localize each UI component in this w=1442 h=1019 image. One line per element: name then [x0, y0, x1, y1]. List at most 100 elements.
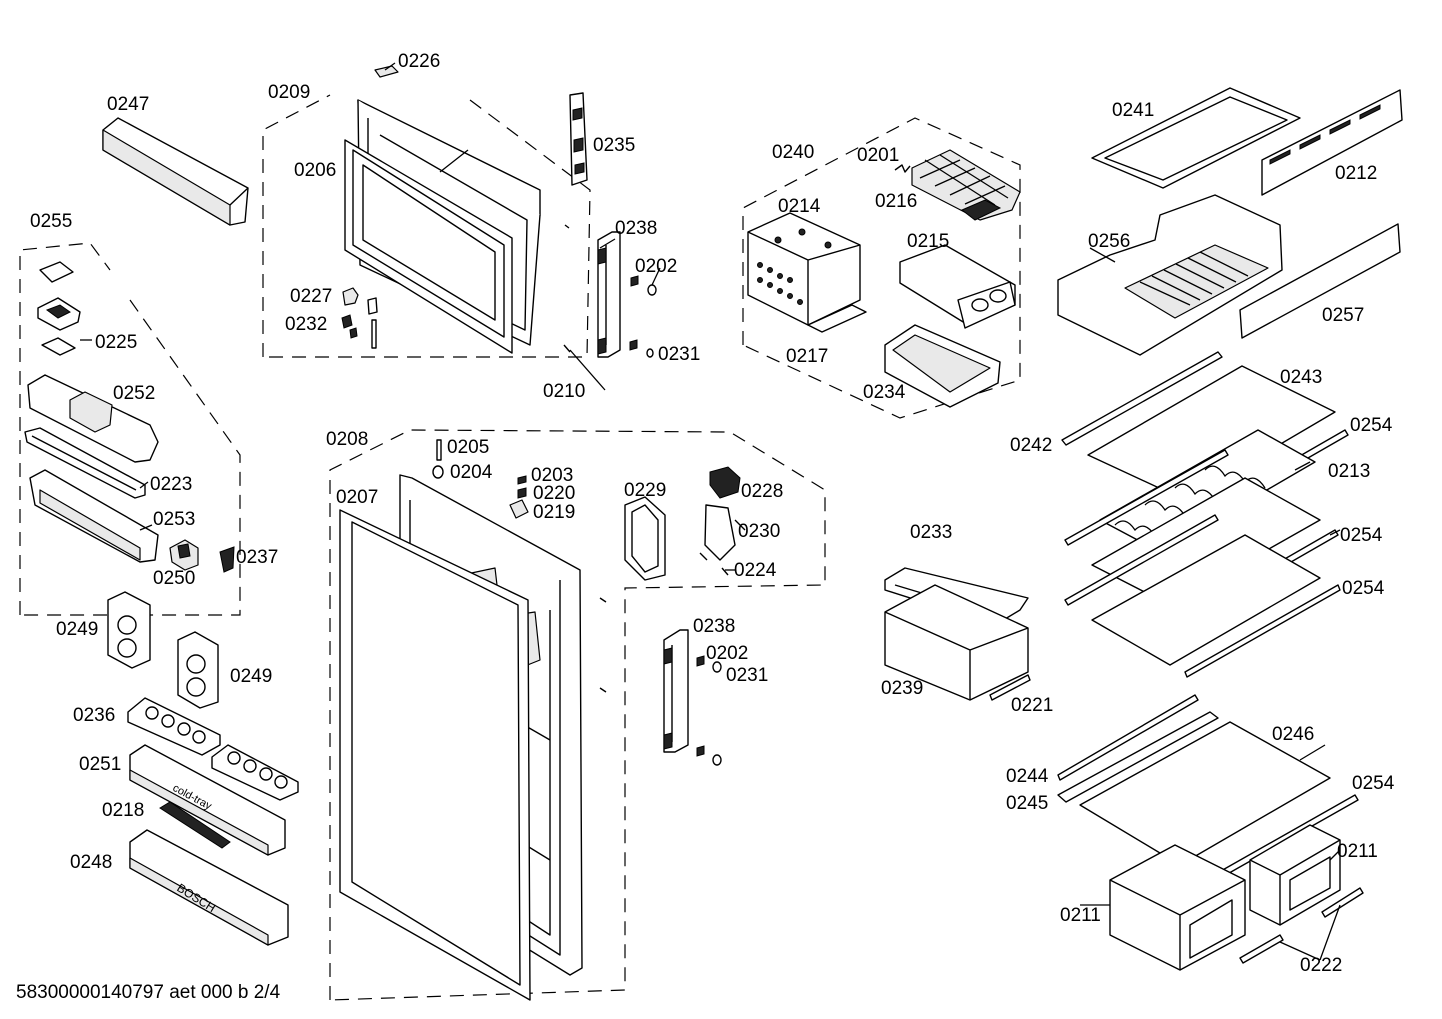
rail-0254-b: [1064, 449, 1229, 546]
label-0249-a: 0249: [56, 619, 98, 640]
label-0244: 0244: [1006, 766, 1049, 787]
panel-0257: [1239, 223, 1401, 339]
frame-0241: [1091, 87, 1301, 189]
panel-0212: [1261, 89, 1403, 196]
label-0216: 0216: [875, 191, 917, 212]
label-0211-left: 0211: [1060, 905, 1101, 926]
label-0220: 0220: [533, 483, 575, 504]
label-0253: 0253: [153, 509, 195, 530]
drawer-0239: [884, 584, 1029, 701]
cold-tray-shelf-0251: cold-tray: [129, 744, 286, 856]
label-0239: 0239: [881, 678, 923, 699]
label-0234: 0234: [863, 382, 906, 403]
label-0202-top: 0202: [635, 256, 677, 277]
display-parts-0225: [37, 261, 81, 356]
knob-0250: [169, 539, 199, 571]
crisper-0256: [1057, 194, 1283, 356]
label-0203: 0203: [531, 465, 573, 486]
label-0246: 0246: [1272, 724, 1314, 745]
label-0254-b: 0254: [1340, 525, 1383, 546]
label-0231-bottom: 0231: [726, 665, 768, 686]
door-shelf-0247: [102, 117, 249, 226]
label-0226: 0226: [398, 51, 440, 72]
label-0201: 0201: [857, 145, 899, 166]
egg-tray-0236-b: [211, 744, 299, 801]
part-labels: 0247 0209 0226 0206 0235 0255 0225 0227 …: [30, 51, 1395, 976]
label-0248: 0248: [70, 852, 112, 873]
label-0238-bottom: 0238: [693, 616, 735, 637]
insert-0218: [159, 801, 231, 849]
label-0254-c: 0254: [1342, 578, 1385, 599]
gasket-0223: [24, 427, 146, 499]
label-0213: 0213: [1328, 461, 1370, 482]
rail-mid-left: [1064, 514, 1219, 606]
ice-grid-0216: [911, 149, 1021, 221]
label-0247: 0247: [107, 94, 149, 115]
label-0214: 0214: [778, 196, 821, 217]
crisper-box-0211-right: [1249, 824, 1341, 926]
holder-0249-b: [177, 631, 219, 709]
label-0256: 0256: [1088, 231, 1130, 252]
label-0217: 0217: [786, 346, 828, 367]
label-0237: 0237: [236, 547, 278, 568]
label-0211-right: 0211: [1337, 841, 1378, 862]
freezer-door-group-outline: [262, 94, 591, 358]
label-0218: 0218: [102, 800, 144, 821]
label-0257: 0257: [1322, 305, 1364, 326]
fridge-door-group-outline: [329, 429, 826, 1001]
label-0215: 0215: [907, 231, 949, 252]
clip-0237: [219, 546, 235, 573]
rail-0244: [1057, 694, 1199, 781]
label-0238-top: 0238: [615, 218, 657, 239]
hinge-cover-0226: [374, 65, 399, 78]
egg-tray-0236: [127, 697, 221, 756]
screws-door-right: [599, 597, 607, 693]
strip-0217: [807, 304, 867, 333]
parts-0228-0230-0224: [699, 466, 741, 576]
label-0202-bottom: 0202: [706, 643, 748, 664]
label-0208: 0208: [326, 429, 368, 450]
label-0229: 0229: [624, 480, 666, 501]
ice-box-0214: [747, 212, 861, 326]
label-0205: 0205: [447, 437, 489, 458]
door-gasket-0207: [339, 509, 531, 1001]
label-0235: 0235: [593, 135, 635, 156]
holder-0249-a: [107, 591, 151, 669]
small-parts-0227-0232: [341, 287, 378, 349]
label-0245: 0245: [1006, 793, 1048, 814]
screws-0202-0231-top: [629, 275, 657, 358]
label-0225: 0225: [95, 332, 137, 353]
label-0212: 0212: [1335, 163, 1377, 184]
rail-0245: [1057, 711, 1219, 803]
spring-0201: [894, 164, 911, 173]
freezer-tray-group-outline: [742, 117, 1021, 419]
glass-shelf-low: [1091, 534, 1321, 666]
label-0252: 0252: [113, 383, 155, 404]
crisper-box-0211-left: [1109, 844, 1246, 971]
label-0230: 0230: [738, 521, 780, 542]
small-parts-0203-0205: [432, 439, 529, 519]
hinge-bar-0235: [569, 92, 588, 186]
label-0224: 0224: [734, 560, 777, 581]
screws-0202-0231-bottom: [696, 655, 722, 766]
label-0228: 0228: [741, 481, 783, 502]
rail-0242: [1061, 351, 1223, 446]
label-0219: 0219: [533, 502, 575, 523]
rails-0222: [1239, 887, 1364, 964]
label-0206: 0206: [294, 160, 336, 181]
cover-0229: [624, 496, 666, 581]
label-0233: 0233: [910, 522, 952, 543]
handle-0238-top: [597, 231, 621, 358]
hinge-screws-0210: [563, 224, 571, 353]
label-0210: 0210: [543, 381, 585, 402]
glass-shelf-0246: [1079, 721, 1331, 866]
label-0209: 0209: [268, 82, 310, 103]
label-0232: 0232: [285, 314, 327, 335]
label-0240: 0240: [772, 142, 814, 163]
leader-lines: [80, 62, 1341, 961]
tray-0234: [884, 324, 1001, 408]
display-housing-0252: [27, 374, 159, 463]
shelf-0253: [29, 469, 159, 563]
label-0241: 0241: [1112, 100, 1154, 121]
